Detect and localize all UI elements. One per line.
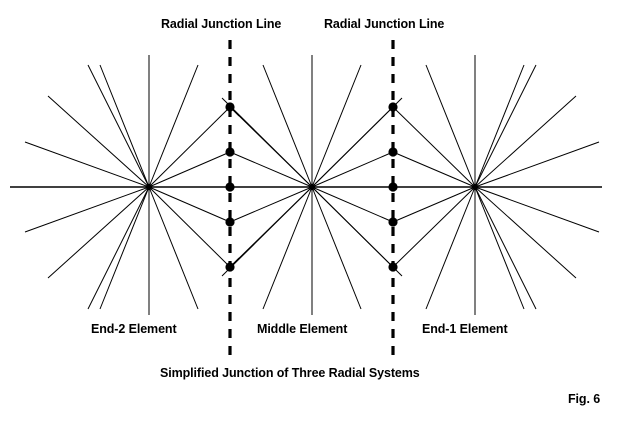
junction-node-left-1 [225, 102, 235, 112]
hub-center-end1 [471, 183, 479, 191]
ray-middle-to-left-node-2 [229, 151, 313, 188]
ray-end2-outer-5 [47, 186, 150, 279]
ray-end1-steep-down-right [474, 186, 525, 310]
ray-end1-to-node-5 [392, 186, 476, 268]
ray-end2-to-node-2 [148, 151, 231, 188]
ray-end1-outer-2 [474, 95, 577, 188]
hub-center-middle [308, 183, 316, 191]
figure-number: Fig. 6 [568, 392, 601, 406]
junction-node-right-4 [388, 217, 398, 227]
radial-rays-end1-outer [474, 64, 600, 310]
junction-node-left-2 [225, 147, 235, 157]
ray-end1-steep-down-left [425, 186, 476, 310]
ray-end1-to-node-4 [392, 186, 476, 223]
junction-node-right-1 [388, 102, 398, 112]
ray-middle-steep-up-left [262, 64, 313, 188]
ray-end2-outer-2 [47, 95, 150, 188]
ray-end2-to-node-5 [148, 186, 231, 268]
element-label-end-1: End-1 Element [422, 322, 508, 336]
ray-end1-steep-up-left [425, 64, 476, 188]
ray-end2-to-node-1 [148, 106, 231, 188]
radial-junction-lines-group [228, 40, 395, 355]
ray-middle-steep-down-right [311, 186, 362, 310]
radial-junction-line-label-left: Radial Junction Line [161, 17, 282, 31]
ray-end2-outer-4 [24, 186, 150, 233]
ray-end1-to-node-2 [392, 151, 476, 188]
ray-middle-shallow-up-left [221, 97, 313, 188]
extended-rays-group [99, 64, 525, 310]
ray-end2-outer-6 [87, 186, 150, 310]
ray-end2-steep-down-right [148, 186, 199, 310]
ray-middle-shallow-down-left [221, 186, 313, 277]
junction-node-left-4 [225, 217, 235, 227]
ray-end1-outer-3 [474, 64, 537, 188]
ray-middle-shallow-up-right [311, 97, 403, 188]
figure-caption: Simplified Junction of Three Radial Syst… [160, 366, 420, 380]
hub-center-end2 [145, 183, 153, 191]
ray-middle-shallow-down-right [311, 186, 403, 277]
junction-node-left-3 [225, 182, 235, 192]
element-label-middle: Middle Element [257, 322, 348, 336]
junction-node-right-2 [388, 147, 398, 157]
ray-end1-outer-4 [474, 186, 600, 233]
ray-middle-to-right-node-2 [311, 151, 394, 188]
junction-nodes-group [225, 102, 398, 272]
radial-rays-end2-outer [24, 64, 150, 310]
element-label-end-2: End-2 Element [91, 322, 177, 336]
radial-junction-line-label-right: Radial Junction Line [324, 17, 445, 31]
junction-node-left-5 [225, 262, 235, 272]
junction-node-right-5 [388, 262, 398, 272]
ray-end1-outer-5 [474, 186, 577, 279]
ray-end2-outer-1 [24, 141, 150, 188]
junction-rays-end1-to-right-line [392, 106, 476, 268]
ray-middle-to-left-node-4 [229, 186, 313, 223]
junction-rays-end2-to-left-line [148, 106, 231, 268]
ray-end2-steep-down-left [99, 186, 150, 310]
junction-node-right-3 [388, 182, 398, 192]
ray-middle-to-right-node-4 [311, 186, 394, 223]
ray-end2-steep-up-left [99, 64, 150, 188]
ray-end2-steep-up-right [148, 64, 199, 188]
ray-end1-to-node-1 [392, 106, 476, 188]
ray-end1-outer-1 [474, 141, 600, 188]
ray-end2-outer-3 [87, 64, 150, 188]
ray-end1-outer-6 [474, 186, 537, 310]
hub-centers-group [145, 183, 479, 191]
ray-end2-to-node-4 [148, 186, 231, 223]
ray-end1-steep-up-right [474, 64, 525, 188]
ray-middle-steep-down-left [262, 186, 313, 310]
ray-middle-steep-up-right [311, 64, 362, 188]
